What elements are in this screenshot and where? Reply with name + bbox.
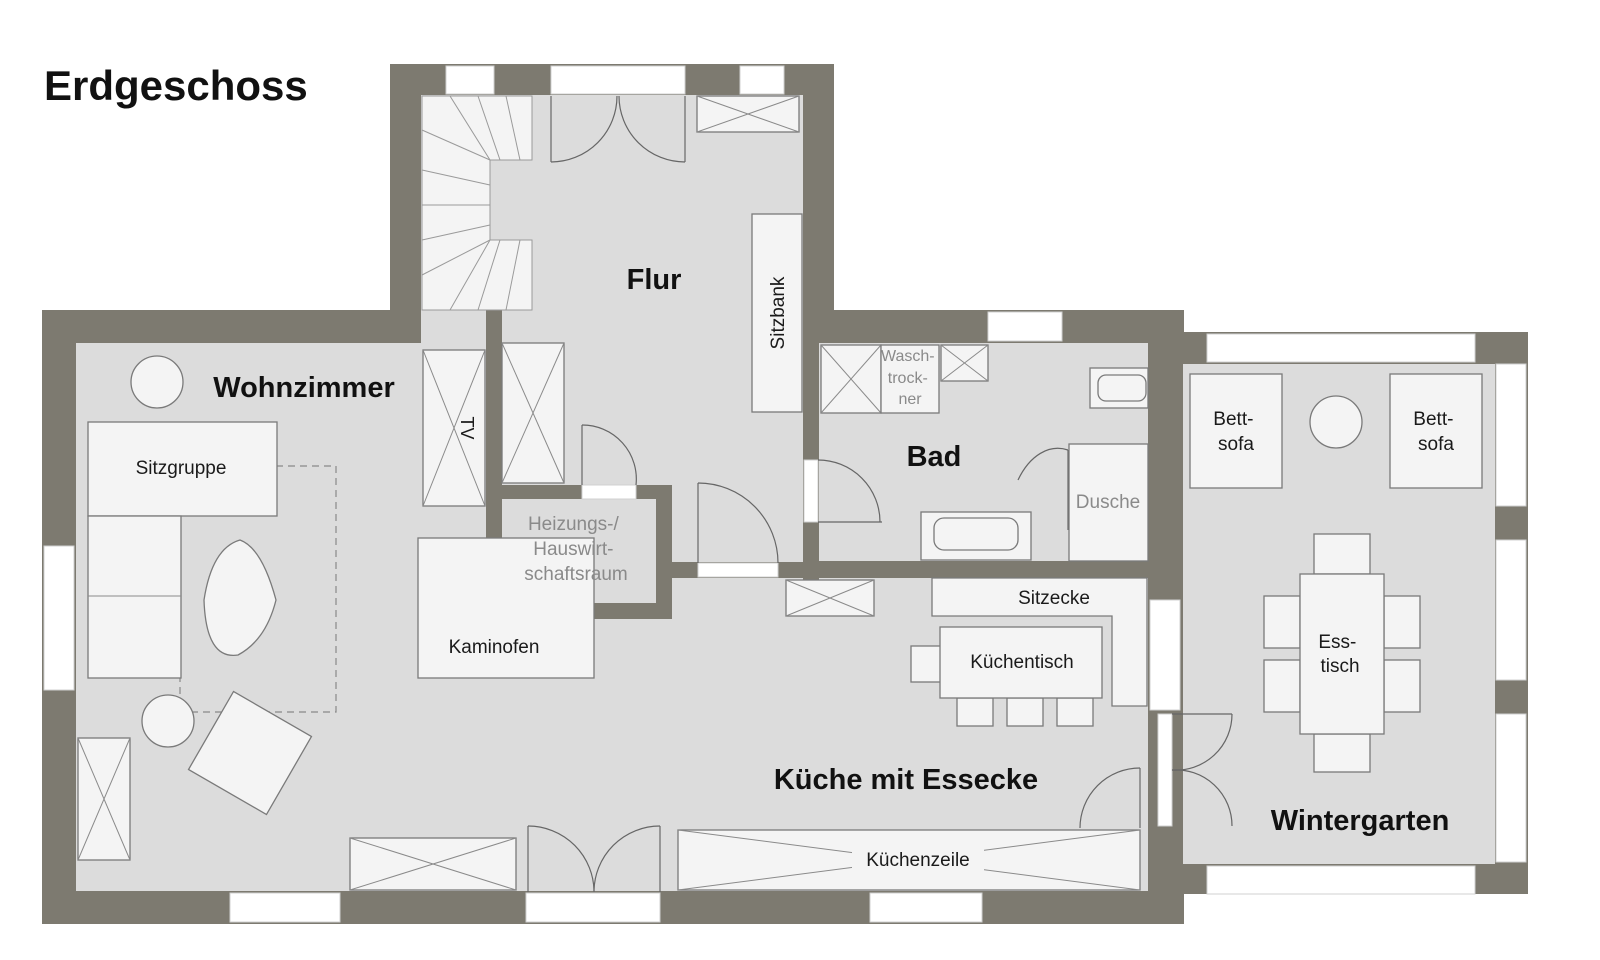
kueche-sideboard [349, 837, 517, 891]
waschtrockner: Wasch- trock- ner [880, 344, 940, 414]
armchair [187, 690, 313, 816]
sitzecke-label: Sitzecke [1018, 588, 1090, 609]
sitzgruppe: Sitzgruppe [87, 421, 278, 679]
sitzbank-label: Sitzbank [768, 276, 789, 349]
doors [527, 95, 1233, 893]
bad-small-cabinet [940, 344, 989, 382]
sitzecke: Sitzecke [931, 577, 1148, 707]
sitzbank: Sitzbank [751, 213, 803, 413]
waschtrockner-label: Wasch- trock- ner [881, 348, 939, 408]
bettsofa-right-label: Bett- sofa [1413, 409, 1458, 455]
wohnzimmer-lamp [130, 355, 184, 409]
kaminofen: Kaminofen [417, 537, 595, 679]
wintergarten-lamp [1309, 395, 1363, 449]
kuechenzeile: Küchenzeile [677, 829, 1141, 891]
kuechentisch-label: Küchentisch [970, 652, 1074, 673]
dusche: Dusche [1068, 443, 1149, 562]
bad-sink-right [1089, 367, 1149, 409]
room-wohnzimmer: Wohnzimmer [213, 372, 395, 404]
heizung-label: Heizungs-/ Hauswirt- schaftsraum [524, 514, 627, 585]
windows [43, 65, 1527, 923]
plan-title: Erdgeschoss [44, 62, 308, 109]
wohnzimmer-shelf [77, 737, 131, 861]
bettsofa-left: Bett- sofa [1189, 373, 1283, 489]
side-table [141, 694, 195, 748]
room-wintergarten: Wintergarten [1271, 805, 1450, 837]
staircase [421, 95, 533, 311]
esstisch: Ess- tisch [1263, 533, 1421, 773]
coffee-table [203, 539, 277, 656]
kuechentisch: Küchentisch [910, 626, 1103, 727]
bad-cabinet [820, 344, 882, 414]
bettsofa-right: Bett- sofa [1389, 373, 1483, 489]
sitzgruppe-label: Sitzgruppe [136, 458, 227, 479]
kaminofen-label: Kaminofen [449, 637, 540, 658]
room-kueche: Küche mit Essecke [774, 764, 1038, 796]
flur-cabinet-top [696, 95, 800, 133]
tv-cabinet: TV [422, 349, 486, 507]
kuechenzeile-label: Küchenzeile [866, 850, 970, 871]
tv-label: TV [457, 416, 477, 439]
room-flur: Flur [627, 264, 682, 296]
flur-wardrobe [501, 342, 565, 484]
esstisch-label: Ess- tisch [1318, 632, 1361, 677]
room-bad: Bad [907, 441, 962, 473]
bettsofa-left-label: Bett- sofa [1213, 409, 1258, 455]
bad-sink [920, 511, 1032, 561]
dusche-label: Dusche [1076, 492, 1140, 513]
kueche-cabinet-top [785, 579, 875, 617]
